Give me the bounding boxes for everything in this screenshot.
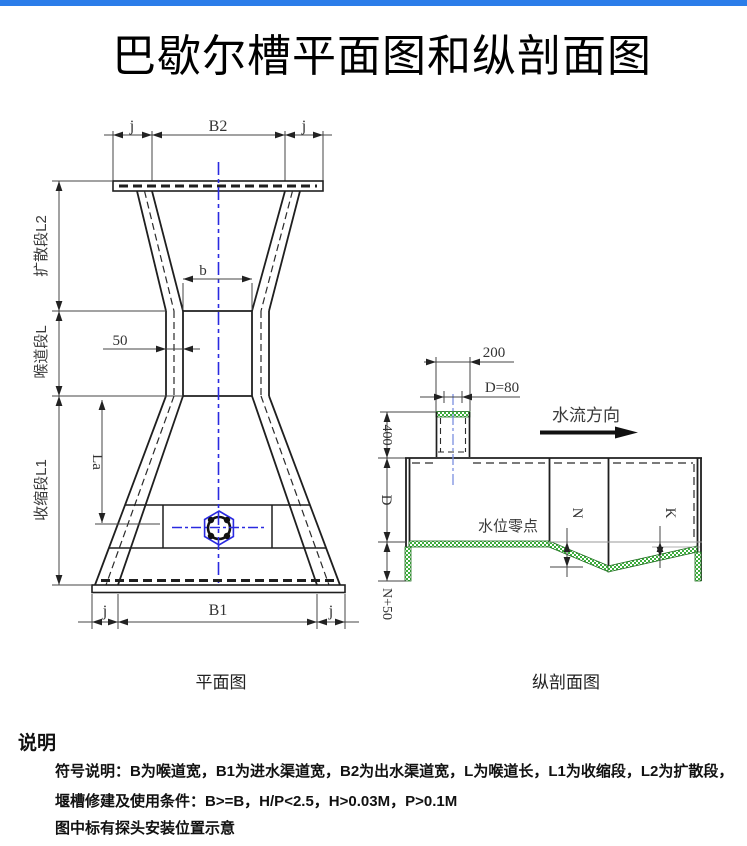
notes-line-symbols: 符号说明：B为喉道宽，B1为进水渠道宽，B2为出水渠道宽，L为喉道长，L1为收缩… (55, 763, 734, 780)
dim-label-j-top-right: j (301, 118, 306, 135)
notes-line-conditions: 堰槽修建及使用条件：B>=B，H/P<2.5，H>0.03M，P>0.1M (55, 793, 458, 810)
dim-label-k: K (662, 508, 678, 519)
page-title: 巴歇尔槽平面图和纵剖面图 (112, 32, 652, 81)
plan-probe-band (109, 504, 326, 549)
plan-bottom-dimension (78, 594, 359, 629)
plan-hidden-edges (105, 190, 330, 586)
section-label-diverge: 扩散段L2 (33, 215, 50, 277)
dim-label-d: D (378, 495, 394, 506)
dim-label-j-bottom-right: j (328, 603, 333, 620)
dim-label-b2: B2 (209, 118, 228, 135)
top-accent-bar (0, 0, 747, 6)
plan-bottom-plate (91, 579, 346, 594)
section-probe-box (435, 394, 471, 486)
plan-top-dimension (104, 131, 332, 181)
dim-label-j-bottom-left: j (102, 603, 107, 620)
plan-caption: 平面图 (196, 673, 247, 692)
section-label-converge: 收缩段L1 (33, 459, 50, 521)
zero-level-label: 水位零点 (478, 518, 538, 535)
dim-d80 (420, 391, 520, 403)
plan-la-dimension (95, 400, 160, 525)
section-channel (405, 457, 702, 581)
plan-b-dimension (182, 275, 253, 310)
dim-label-n: N (569, 508, 585, 519)
plan-left-dimension (52, 180, 183, 586)
flow-direction-label: 水流方向 (552, 406, 620, 425)
dim-label-la: La (89, 454, 105, 470)
dim-label-j-top-left: j (129, 118, 134, 135)
plan-view: j B2 j (33, 118, 359, 692)
dim-label-400: 400 (379, 425, 394, 446)
dim-n (550, 528, 583, 577)
section-hidden-edges (412, 462, 695, 540)
dim-label-50: 50 (113, 333, 128, 349)
notes-line-probe: 图中标有探头安装位置示意 (55, 820, 236, 837)
dim-label-b: b (199, 263, 207, 279)
plan-probe-sensor (172, 510, 266, 546)
dim-label-n50: N+50 (379, 588, 394, 620)
section-left-dimension (378, 411, 436, 582)
section-view: 水位零点 200 D=80 水 (378, 345, 702, 692)
dim-label-d80: D=80 (485, 380, 519, 396)
plan-flume-walls (94, 190, 341, 586)
technical-drawing: j B2 j (33, 118, 702, 692)
dim-200 (424, 357, 514, 411)
flow-direction-arrow (540, 426, 638, 439)
dim-label-200: 200 (483, 345, 506, 361)
notes-heading: 说明 (18, 733, 57, 754)
section-caption: 纵剖面图 (532, 673, 600, 692)
dim-label-b1: B1 (209, 602, 228, 619)
section-label-throat: 喉道段L (33, 325, 50, 378)
